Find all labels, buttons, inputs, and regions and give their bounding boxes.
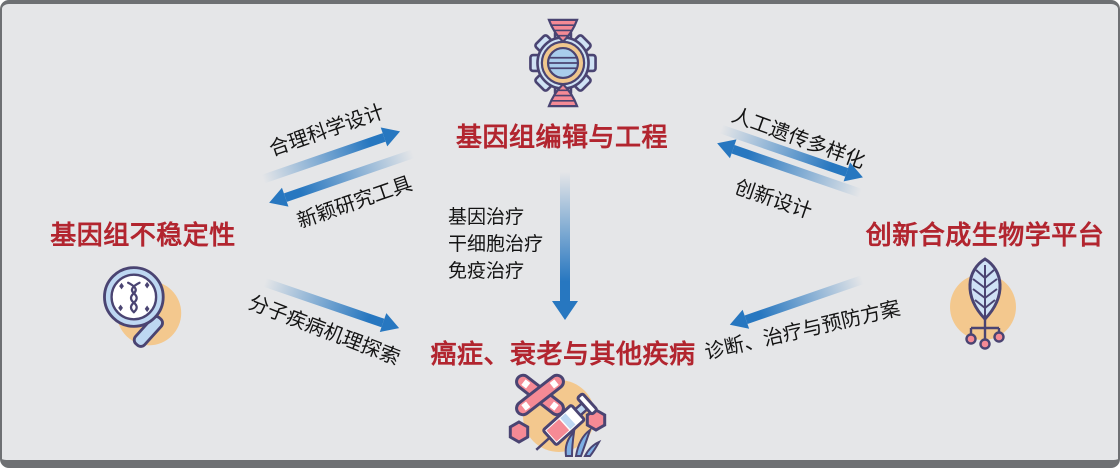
gear-dna-icon bbox=[519, 16, 607, 110]
therapies-label-list: 基因治疗 干细胞治疗 免疫治疗 bbox=[448, 204, 543, 285]
therapy-line: 免疫治疗 bbox=[448, 261, 525, 282]
therapy-line: 干细胞治疗 bbox=[448, 234, 544, 255]
therapy-line: 基因治疗 bbox=[448, 207, 525, 228]
node-genome-instability-title: 基因组不稳定性 bbox=[50, 221, 236, 250]
magnifier-dna-icon bbox=[95, 260, 185, 352]
node-genome-editing-title: 基因组编辑与工程 bbox=[455, 123, 668, 152]
chromosome-syringe-icon bbox=[504, 368, 610, 460]
node-synthetic-biology-title: 创新合成生物学平台 bbox=[865, 221, 1105, 250]
node-diseases-title: 癌症、衰老与其他疾病 bbox=[430, 340, 696, 369]
arrow-therapies bbox=[552, 172, 578, 320]
circuit-leaf-icon bbox=[946, 256, 1024, 351]
